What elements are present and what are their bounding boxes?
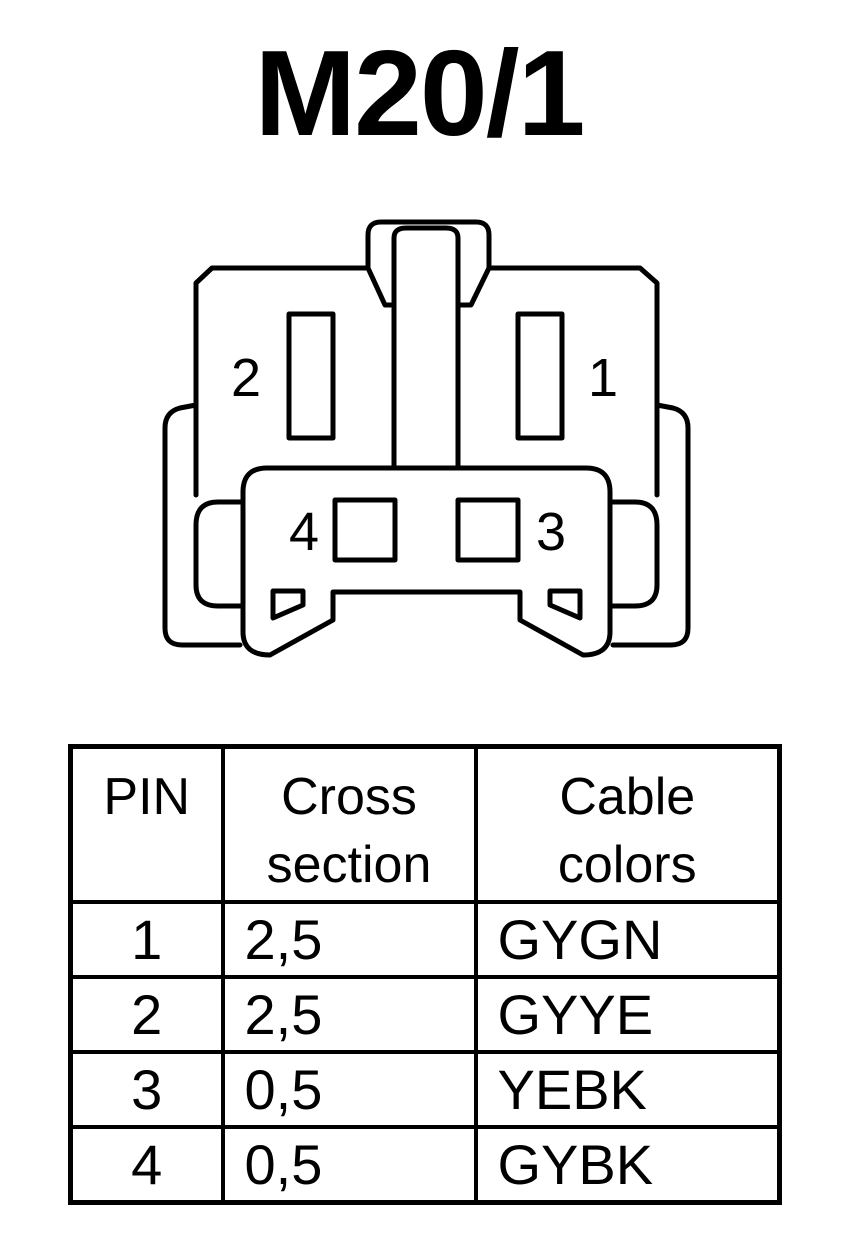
cell-pin: 2 xyxy=(68,974,225,1054)
connector-right-wing xyxy=(610,402,691,648)
header-cable-colors: Cable colors xyxy=(473,744,782,904)
cell-cross-section: 0,5 xyxy=(220,1124,478,1204)
table-row: 4 0,5 GYBK xyxy=(68,1124,782,1204)
cell-cable-color: GYBK xyxy=(473,1124,782,1204)
pin-label-4: 4 xyxy=(289,502,319,562)
cell-pin: 3 xyxy=(68,1049,225,1129)
pin-assignment-table: PIN Cross section Cable colors 1 2,5 GYG… xyxy=(68,744,782,1205)
cell-pin: 4 xyxy=(68,1124,225,1204)
pin-cavity-4 xyxy=(332,497,398,563)
table-row: 1 2,5 GYGN xyxy=(68,899,782,979)
connector-drawing: 2 1 4 3 xyxy=(162,219,691,658)
pin-label-3: 3 xyxy=(536,502,566,562)
connector-housing-lower xyxy=(240,465,613,658)
connector-latch-shoulder xyxy=(365,265,397,308)
pin-label-2: 2 xyxy=(231,348,261,408)
connector-latch-shoulder xyxy=(455,265,492,308)
cell-pin: 1 xyxy=(68,899,225,979)
header-cross-section: Cross section xyxy=(220,744,478,904)
table-row: 3 0,5 YEBK xyxy=(68,1049,782,1129)
pin-label-1: 1 xyxy=(588,348,618,408)
cell-cross-section: 2,5 xyxy=(220,974,478,1054)
diagram-title: M20/1 xyxy=(254,25,585,161)
cell-cable-color: GYYE xyxy=(473,974,782,1054)
connector-left-lobe xyxy=(193,499,246,609)
retention-tab-left xyxy=(270,588,306,621)
cell-cross-section: 2,5 xyxy=(220,899,478,979)
pin-cavity-3 xyxy=(455,497,521,563)
connector-center-latch xyxy=(391,225,461,471)
cell-cross-section: 0,5 xyxy=(220,1049,478,1129)
cell-cable-color: YEBK xyxy=(473,1049,782,1129)
connector-housing-upper xyxy=(193,219,660,498)
connector-left-wing xyxy=(162,402,243,648)
retention-tab-right xyxy=(547,588,583,621)
header-pin: PIN xyxy=(68,744,225,904)
pin-cavity-1 xyxy=(515,311,565,441)
cell-cable-color: GYGN xyxy=(473,899,782,979)
connector-right-lobe xyxy=(607,499,660,609)
pin-cavity-2 xyxy=(286,311,336,441)
table-header-row: PIN Cross section Cable colors xyxy=(68,744,782,904)
table-row: 2 2,5 GYYE xyxy=(68,974,782,1054)
